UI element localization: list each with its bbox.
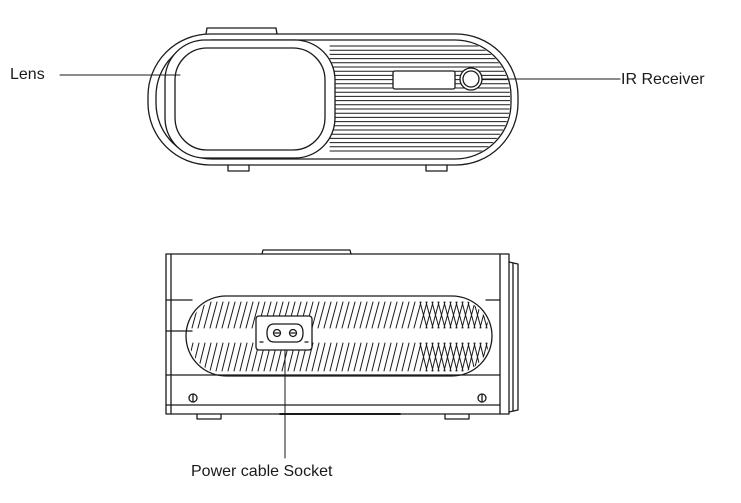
lens-callout-label: Lens bbox=[10, 66, 45, 84]
screw-left bbox=[189, 394, 197, 402]
front-top-bump bbox=[206, 28, 277, 34]
lens-glass bbox=[175, 48, 325, 150]
front-vent-slats bbox=[330, 46, 512, 151]
front-foot-left bbox=[228, 165, 249, 171]
front-foot-right bbox=[426, 165, 447, 171]
side-view bbox=[166, 250, 518, 419]
screw-right bbox=[478, 394, 486, 402]
power-socket-callout-label: Power cable Socket bbox=[191, 463, 332, 481]
side-foot-left bbox=[197, 414, 221, 419]
power-socket-outline bbox=[267, 324, 303, 342]
side-vent-slats bbox=[180, 302, 505, 371]
ir-receiver-callout-label: IR Receiver bbox=[621, 71, 705, 89]
side-main-box bbox=[166, 254, 509, 414]
front-view bbox=[148, 28, 518, 171]
ir-window bbox=[393, 71, 455, 89]
side-foot-right bbox=[445, 414, 469, 419]
